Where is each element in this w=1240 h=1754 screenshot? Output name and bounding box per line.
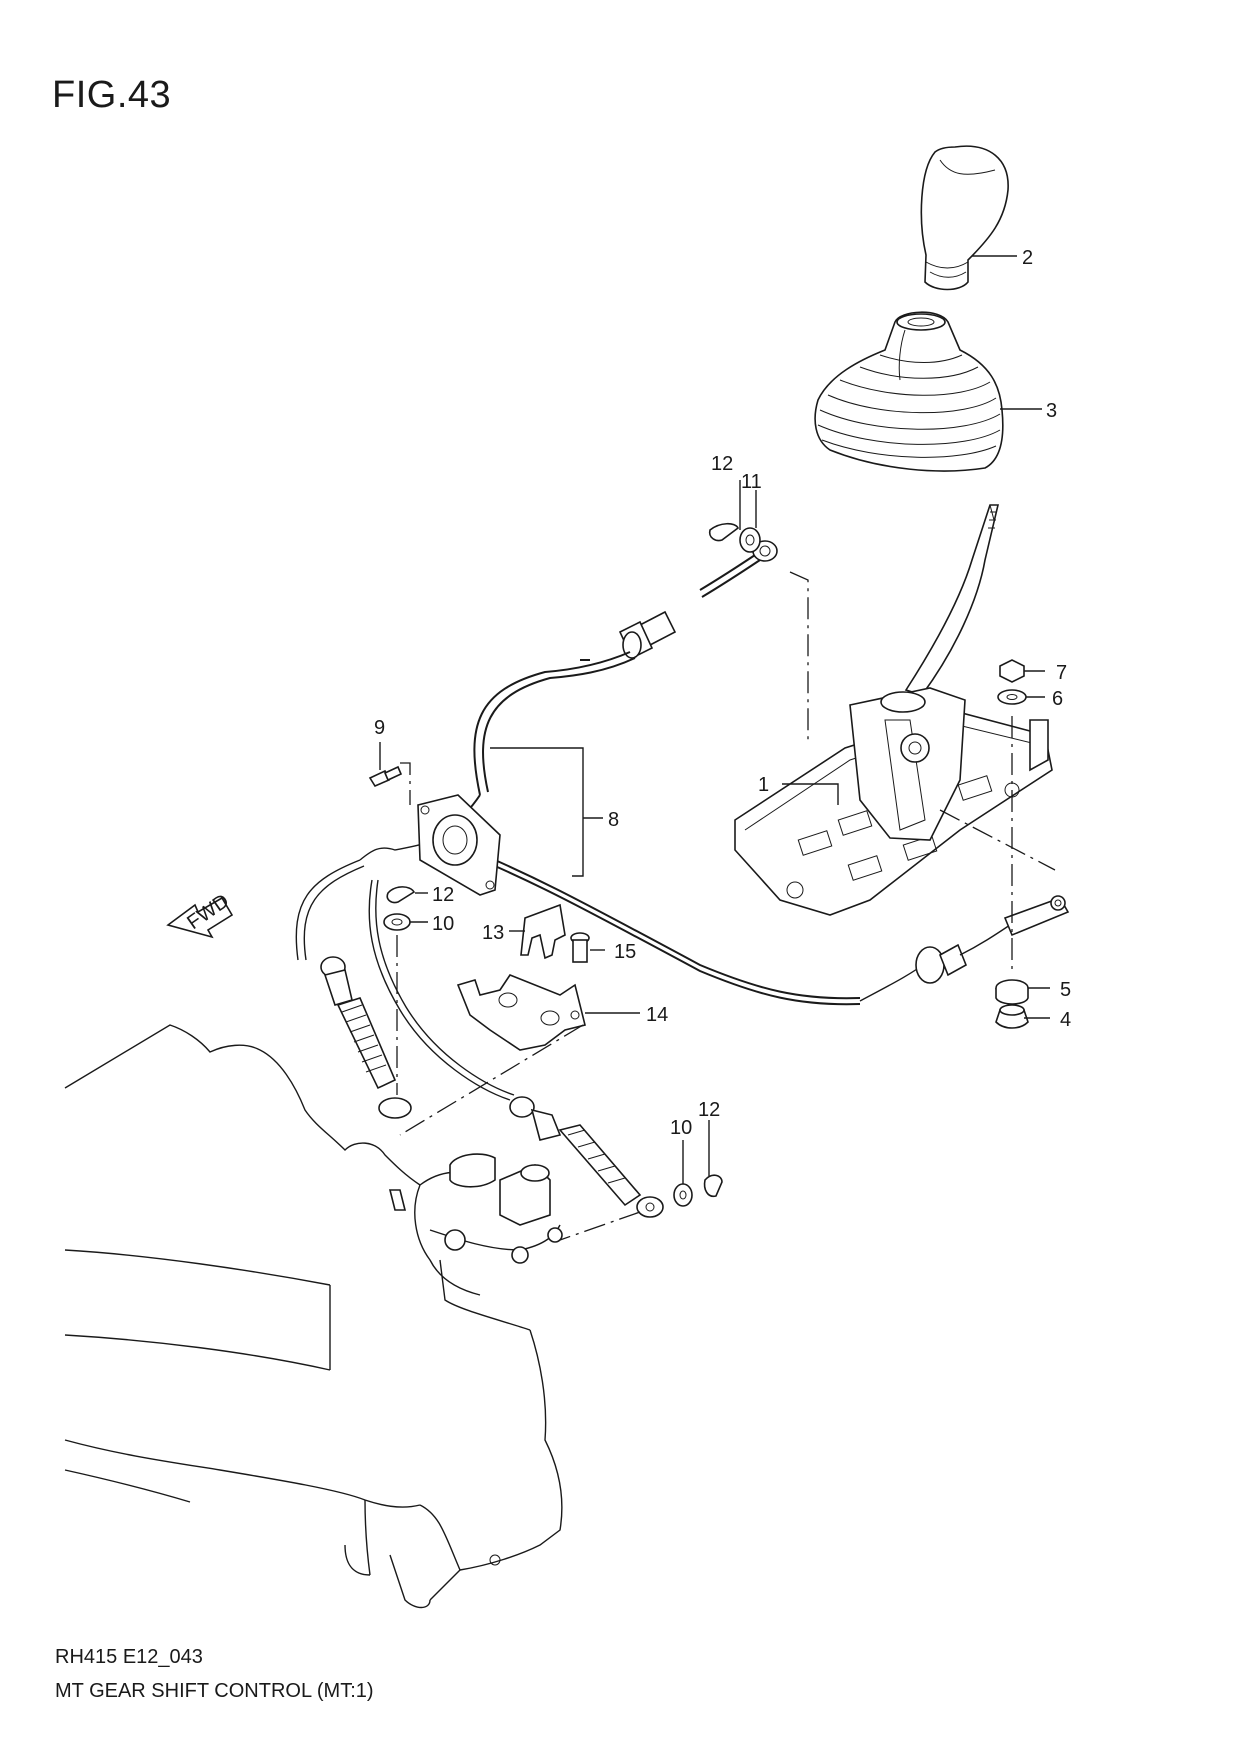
callout-2: 2 [1022, 247, 1033, 269]
shift-boot[interactable] [814, 311, 1004, 472]
callout-12-upper: 12 [711, 453, 733, 475]
callout-12-middle: 12 [432, 884, 454, 906]
callout-8: 8 [608, 809, 619, 831]
shift-cable-upper[interactable] [295, 540, 778, 961]
callout-3: 3 [1046, 400, 1057, 422]
cable-grommet-plate[interactable] [417, 794, 501, 896]
washer-11[interactable] [739, 527, 761, 553]
forward-direction-arrow [166, 896, 234, 939]
callout-9: 9 [374, 717, 385, 739]
transmission-case[interactable] [64, 1024, 563, 1609]
figure-caption: MT GEAR SHIFT CONTROL (MT:1) [55, 1680, 374, 1702]
callout-10-lower: 10 [670, 1117, 692, 1139]
callout-1: 1 [758, 774, 769, 796]
clip-12-upper[interactable] [708, 522, 740, 542]
cable-clip[interactable] [520, 903, 566, 960]
clip-12-lower[interactable] [703, 1174, 723, 1198]
figure-footer: RH415 E12_043 MT GEAR SHIFT CONTROL (MT:… [55, 1640, 374, 1708]
bolt-9[interactable] [368, 765, 403, 788]
callout-12-lower: 12 [698, 1099, 720, 1121]
clip-12-middle[interactable] [386, 886, 416, 904]
cable-bracket[interactable] [456, 974, 586, 1051]
callout-5: 5 [1060, 979, 1071, 1001]
bolt-15[interactable] [570, 932, 590, 963]
select-cable-end[interactable] [509, 1096, 664, 1218]
select-cable-lower[interactable] [368, 859, 1070, 1101]
callout-13: 13 [482, 922, 504, 944]
shift-lever-assembly[interactable] [734, 504, 1053, 916]
washer-10-middle[interactable] [383, 913, 411, 931]
bushing-5[interactable] [995, 979, 1029, 1005]
callout-14: 14 [646, 1004, 668, 1026]
callout-4: 4 [1060, 1009, 1071, 1031]
callout-10-middle: 10 [432, 913, 454, 935]
callout-6: 6 [1052, 688, 1063, 710]
callout-7: 7 [1056, 662, 1067, 684]
washer-6[interactable] [997, 689, 1027, 705]
figure-title: FIG.43 [52, 74, 172, 116]
callout-11: 11 [741, 471, 762, 493]
figure-code: RH415 E12_043 [55, 1646, 203, 1668]
leader-lines [379, 255, 1056, 1241]
bushing-4[interactable] [995, 1004, 1029, 1029]
shift-knob[interactable] [920, 145, 1009, 291]
washer-10-lower[interactable] [673, 1183, 693, 1207]
callout-15: 15 [614, 941, 636, 963]
shift-cable-end[interactable] [320, 956, 412, 1119]
nut-7[interactable] [999, 659, 1025, 683]
